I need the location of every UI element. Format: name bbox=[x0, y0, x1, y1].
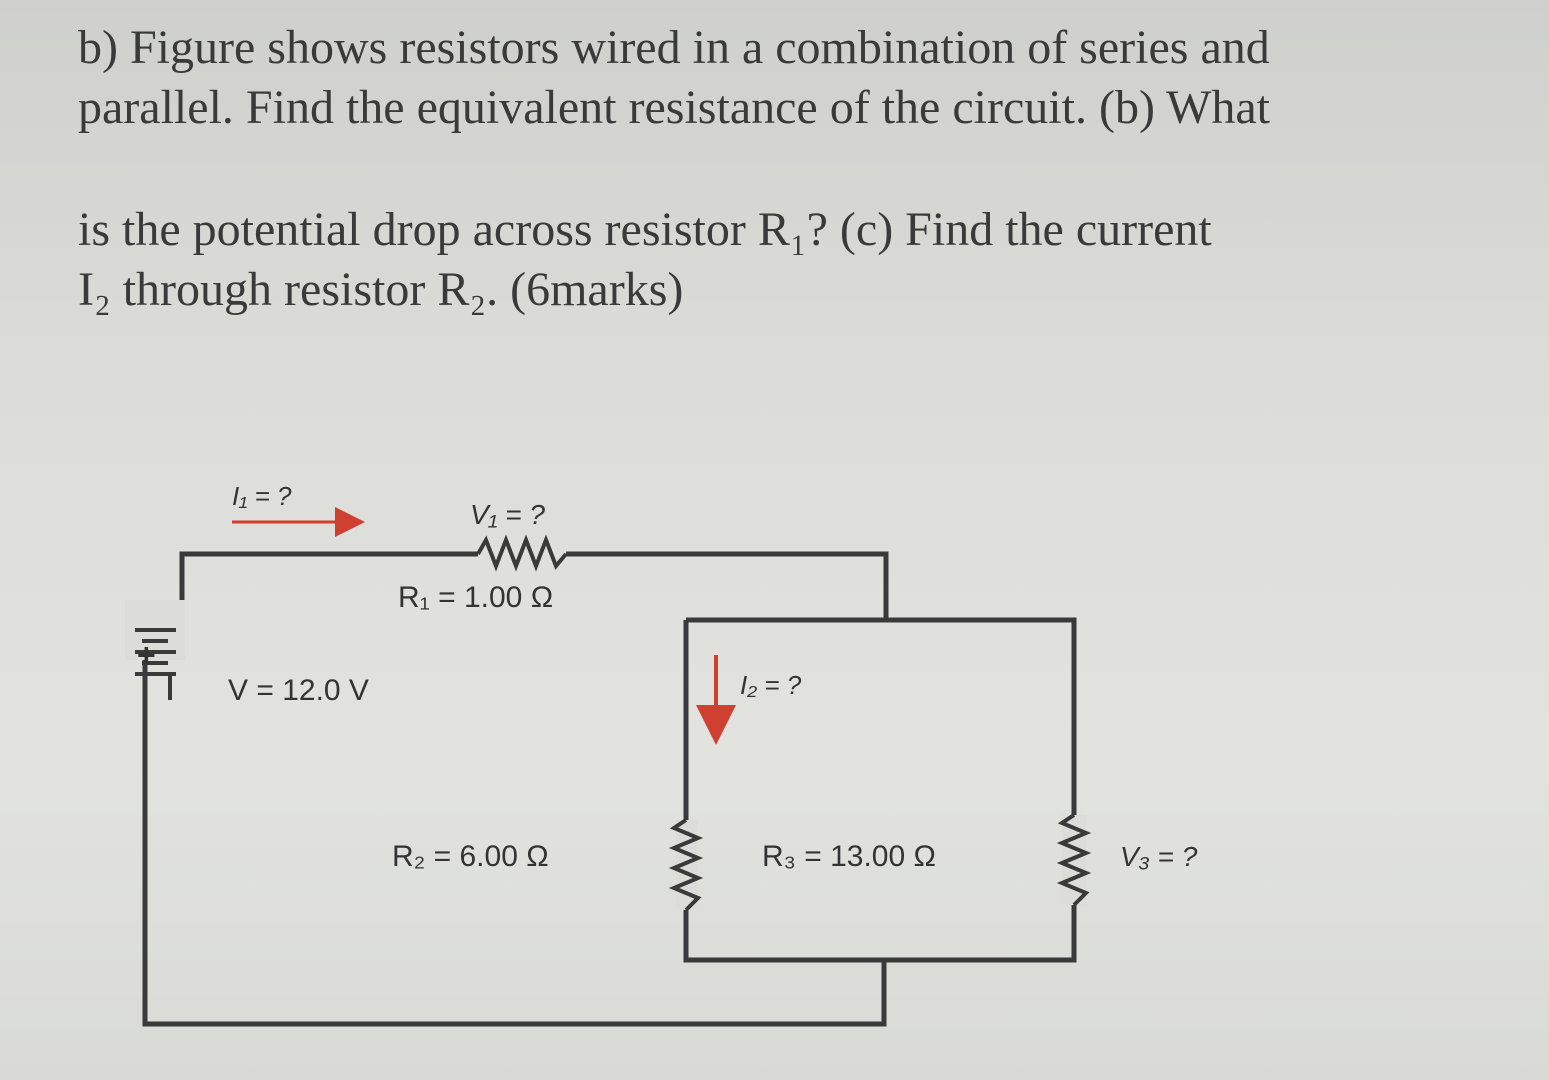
label-i1: I₁ = ? bbox=[232, 481, 292, 511]
label-v1: V₁ = ? bbox=[470, 499, 545, 530]
resistor-r3 bbox=[1056, 813, 1092, 907]
resistor-r1 bbox=[476, 534, 568, 572]
label-v3: V₃ = ? bbox=[1120, 841, 1198, 872]
label-r2: R₂ = 6.00 Ω bbox=[392, 840, 549, 873]
battery-plus-sign: + bbox=[137, 637, 156, 673]
label-i2: I₂ = ? bbox=[740, 670, 802, 700]
question-line-3: is the potential drop across resistor R₁… bbox=[78, 203, 1212, 256]
battery-symbol bbox=[125, 600, 185, 700]
resistor-r2 bbox=[668, 818, 704, 912]
label-r1: R₁ = 1.00 Ω bbox=[398, 581, 553, 614]
question-line-1: b) Figure shows resistors wired in a com… bbox=[78, 21, 1270, 74]
question-line-2: parallel. Find the equivalent resistance… bbox=[78, 81, 1271, 134]
label-r3: R₃ = 13.00 Ω bbox=[762, 840, 936, 873]
question-text: b) Figure shows resistors wired in a com… bbox=[78, 18, 1498, 320]
label-battery-voltage: V = 12.0 V bbox=[228, 674, 369, 707]
question-line-4: I₂ through resistor R₂. (6marks) bbox=[78, 263, 684, 316]
wire-outer-loop bbox=[142, 645, 887, 1027]
wire-top-right bbox=[566, 551, 889, 620]
